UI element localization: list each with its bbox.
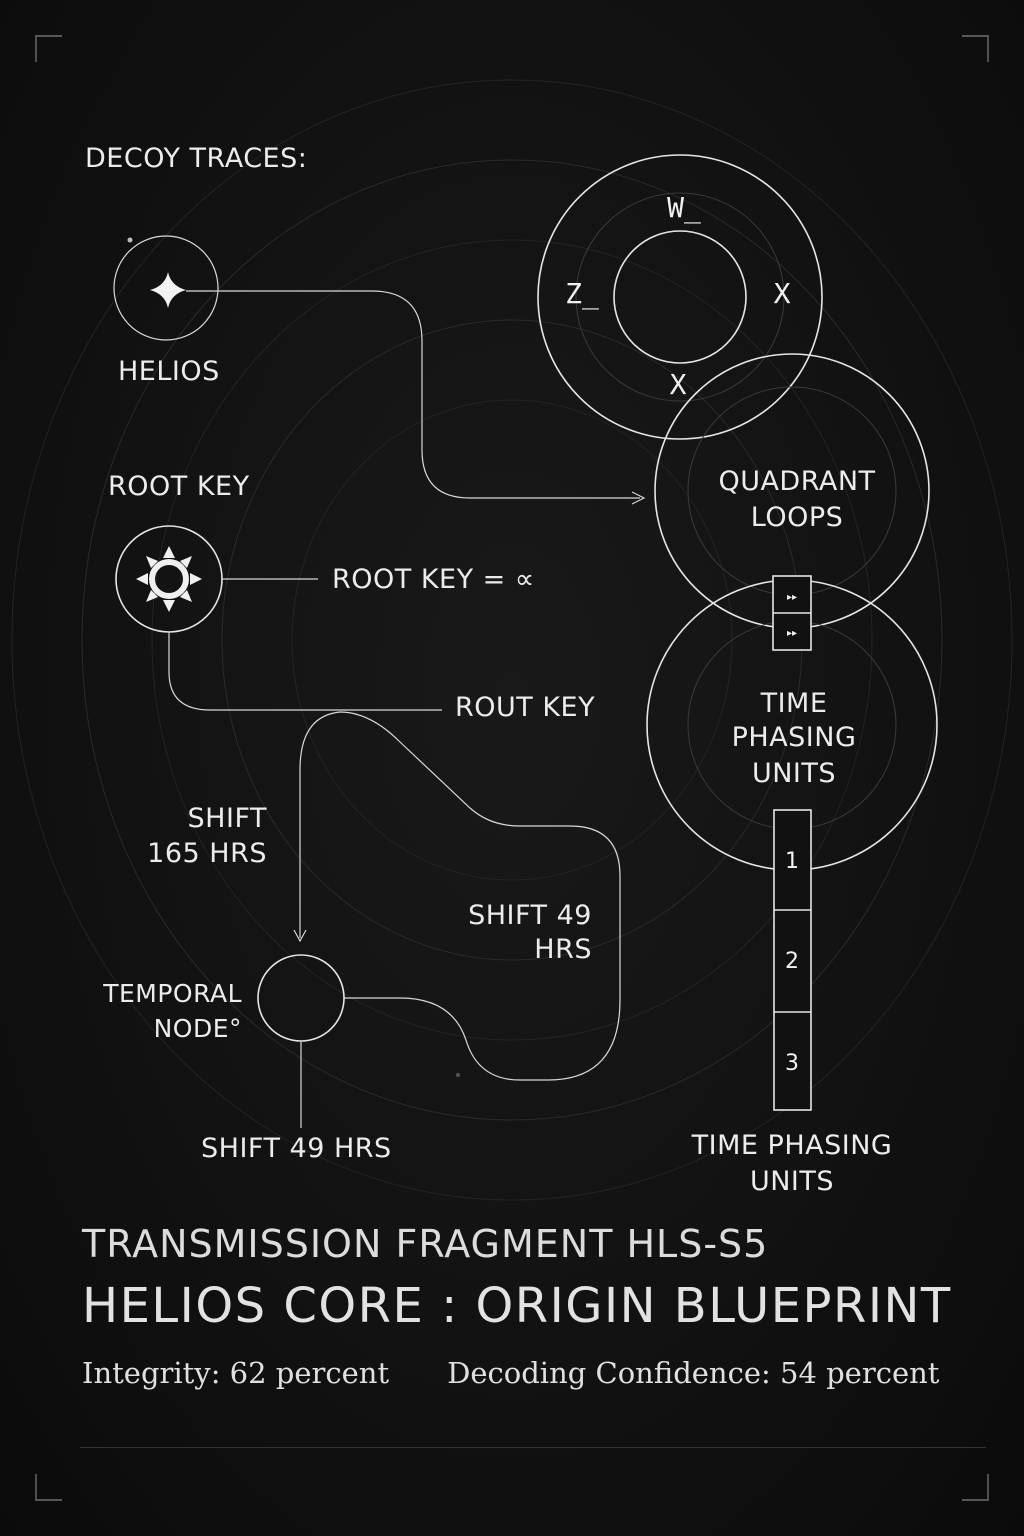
quadrant-loops-node[interactable]: QUADRANT LOOPS [654, 353, 930, 629]
time-phasing-line2: PHASING [732, 722, 857, 753]
decoy-traces-heading: DECOY TRACES: [85, 143, 307, 174]
units-caption-line1: TIME PHASING [691, 1130, 893, 1161]
time-phasing-line3: UNITS [752, 758, 836, 789]
cipher-ring-inner [613, 230, 747, 364]
helios-ring [113, 235, 219, 341]
unit-segment-3[interactable]: 3 [785, 1051, 799, 1076]
shift-49-right-line2: HRS [534, 934, 592, 965]
corner-marks [35, 35, 989, 1501]
shift-49-loop-line [339, 711, 621, 1081]
helios-dot [127, 237, 133, 243]
footer: TRANSMISSION FRAGMENT HLS-S5 HELIOS CORE… [82, 1222, 982, 1390]
cipher-ring[interactable]: W_ Z_ X X [537, 154, 823, 440]
root-key-label: ROOT KEY [108, 471, 250, 502]
quadrant-loops-line2: LOOPS [751, 502, 844, 533]
confidence-readout: Decoding Confidence: 54 percent [447, 1356, 940, 1390]
root-key-node[interactable] [115, 525, 223, 633]
fast-forward-icon-bottom: ▸▸ [787, 628, 797, 639]
quadrant-loops-line1: QUADRANT [718, 466, 875, 497]
rout-key-line [168, 632, 442, 711]
cipher-ring-mid [575, 192, 785, 402]
helios-to-quadrant-line [186, 290, 640, 499]
helios-label: HELIOS [118, 356, 220, 387]
unit-segments: 1 2 3 [773, 809, 812, 1111]
shift-165-line2: 165 HRS [147, 838, 267, 869]
shift-165-line1: SHIFT [188, 803, 267, 834]
arrowhead-down-icon [293, 929, 307, 943]
time-phasing-line1: TIME [760, 688, 828, 719]
sun-rays [136, 546, 202, 612]
temporal-node-line1: TEMPORAL [102, 979, 242, 1008]
unit-segment-2[interactable]: 2 [785, 949, 799, 974]
helios-node[interactable] [113, 235, 219, 341]
temporal-node-circle[interactable] [257, 954, 345, 1042]
unit-segments-frame [773, 809, 812, 1111]
ring-label-left: Z_ [565, 277, 599, 311]
sparkle-icon [150, 272, 186, 308]
fast-forward-icon-top: ▸▸ [787, 592, 797, 603]
root-key-equation: ROOT KEY = ∝ [332, 564, 535, 595]
rout-key-label: ROUT KEY [455, 692, 595, 723]
blueprint-title: HELIOS CORE : ORIGIN BLUEPRINT [82, 1278, 952, 1334]
sun-icon [149, 559, 189, 599]
ring-label-right: X [774, 277, 791, 310]
unit-segment-1[interactable]: 1 [785, 849, 799, 874]
integrity-readout: Integrity: 62 percent [82, 1356, 390, 1390]
shift-49-right-line1: SHIFT 49 [468, 900, 592, 931]
ring-label-top: W_ [667, 191, 701, 225]
status-line: Integrity: 62 percent Decoding Confidence… [82, 1356, 982, 1390]
units-caption-line2: UNITS [750, 1166, 834, 1197]
arrowhead-icon [631, 491, 646, 505]
stray-dot [456, 1073, 460, 1077]
root-key-ring [115, 525, 223, 633]
footer-divider [80, 1447, 986, 1448]
cipher-ring-outer [537, 154, 823, 440]
transmission-subtitle: TRANSMISSION FRAGMENT HLS-S5 [82, 1222, 769, 1266]
shift-165-line [299, 711, 341, 938]
temporal-node-line2: NODE° [154, 1014, 242, 1043]
link-connector[interactable]: ▸▸ ▸▸ [772, 575, 812, 651]
ring-label-bottom: X [670, 368, 687, 401]
shift-49-bottom-label: SHIFT 49 HRS [201, 1133, 392, 1164]
